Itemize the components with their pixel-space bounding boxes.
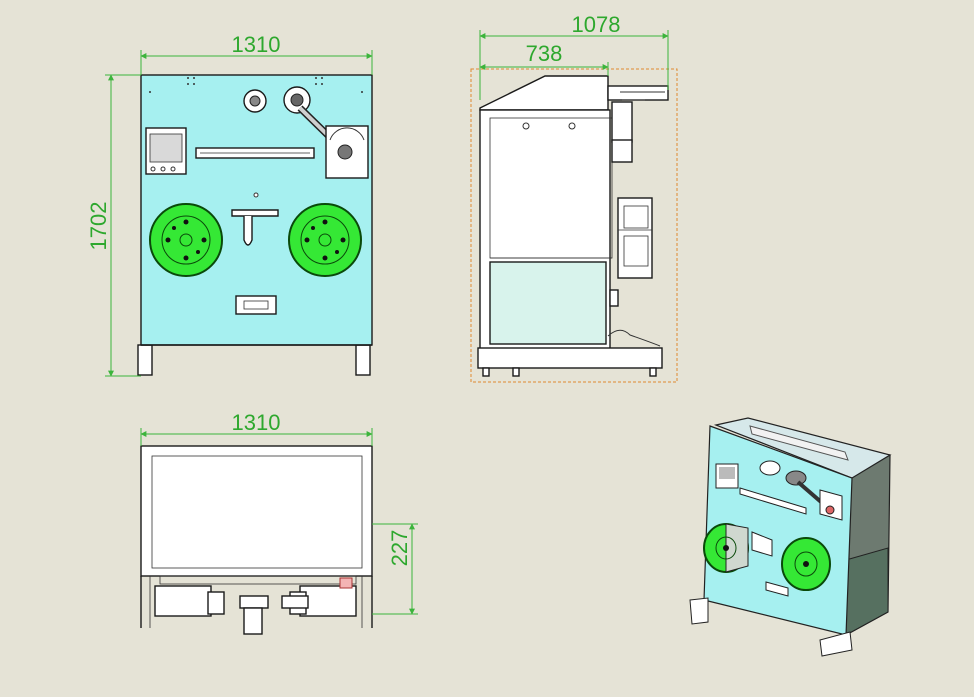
isometric-view (689, 417, 892, 657)
side-body-label: 738 (526, 41, 563, 66)
control-screen (145, 127, 187, 175)
left-reel (149, 203, 223, 277)
side-overall-label: 1078 (572, 12, 621, 37)
front-width-label: 1310 (232, 32, 281, 57)
top-width-label: 1310 (232, 410, 281, 435)
top-depth-label: 227 (387, 530, 412, 567)
front-height-label: 1702 (86, 202, 111, 251)
side-view: 1078 738 (470, 12, 678, 383)
right-reel (288, 203, 362, 277)
front-view: 1310 1702 (86, 32, 373, 377)
top-view: 1310 227 (140, 410, 418, 635)
